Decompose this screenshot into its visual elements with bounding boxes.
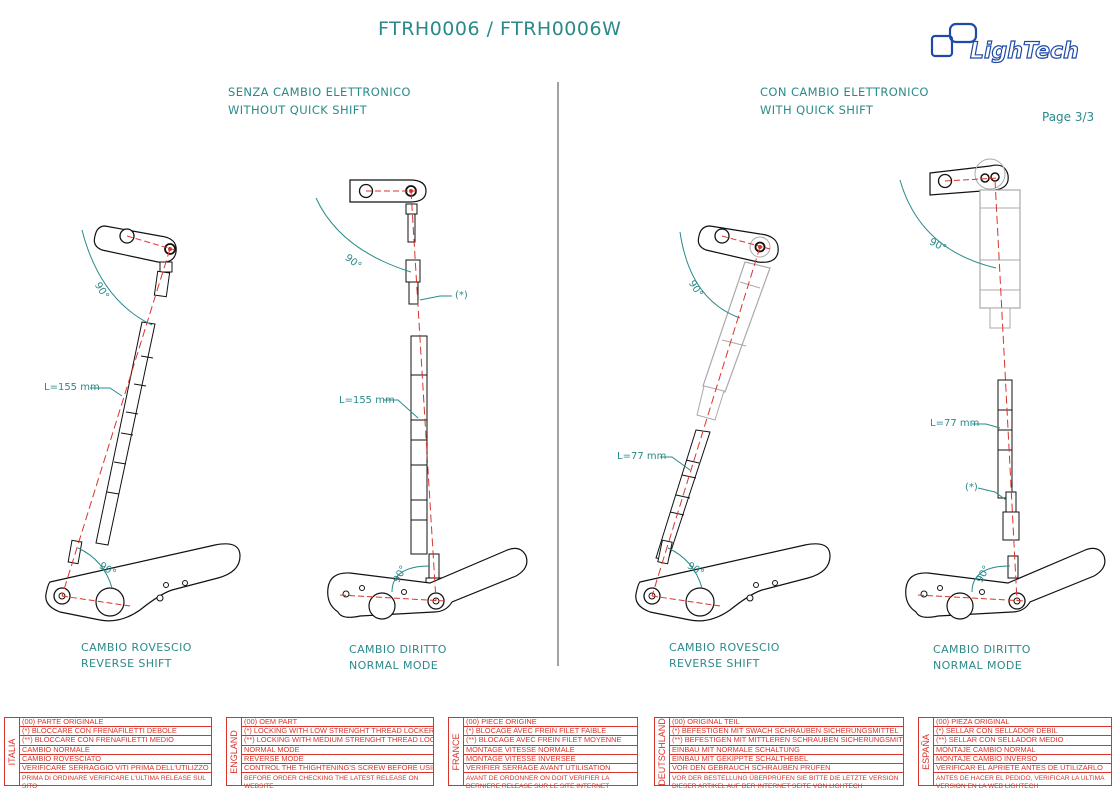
legend-line: (*) BLOCAGE AVEC FREIN FILET FAIBLE xyxy=(464,727,637,737)
legend-line: (00) OEM PART xyxy=(242,718,433,728)
legend-line: (00) PIEZA ORIGINAL xyxy=(934,718,1111,728)
legend-england: ENGLAND (00) OEM PART (*) LOCKING WITH L… xyxy=(226,717,434,790)
legend-line: VERIFICARE SERRAGGIO VITI PRIMA DELL'UTI… xyxy=(20,764,211,774)
caption-reverse-shift-left: CAMBIO ROVESCIO REVERSE SHIFT xyxy=(81,640,192,672)
legend-espana: ESPAÑA (00) PIEZA ORIGINAL (*) SELLAR CO… xyxy=(918,717,1112,790)
section-heading-without-quick-shift: SENZA CAMBIO ELETTRONICO WITHOUT QUICK S… xyxy=(228,83,411,119)
legend-line: MONTAGE VITESSE INVERSEE xyxy=(464,755,637,764)
legend-country-label: ITALIA xyxy=(5,718,20,785)
legend-line: BEFORE ORDER CHECKING THE LATEST RELEASE… xyxy=(244,775,419,790)
legend-line: VERIFIER SERRAGE AVANT UTILISATION xyxy=(464,764,637,774)
legend-line: AVANT DE ORDONNER ON DOIT VERIFIER LA DE… xyxy=(466,775,610,790)
legend-line: VERIFICAR EL APRIETE ANTES DE UTILIZARLO xyxy=(934,764,1111,774)
legend-italia: ITALIA (00) PARTE ORIGINALE (*) BLOCCARE… xyxy=(4,717,212,790)
legend-line: NORMAL MODE xyxy=(242,746,433,755)
legend-line: (*) SELLAR CON SELLADOR DEBIL xyxy=(934,727,1111,737)
legend-country-label: FRANCE xyxy=(449,718,464,785)
legend-line: VOR DEN GEBRAUCH SCHRAUBEN PRÜFEN xyxy=(670,764,903,774)
thread-locker-note: (*) xyxy=(455,290,468,301)
assembly-normal-no-qs xyxy=(315,179,528,620)
legend-line: MONTAJE CAMBIO INVERSO xyxy=(934,755,1111,764)
legend-line: (*) LOCKING WITH LOW STRENGHT THREAD LOC… xyxy=(242,727,433,737)
legend-line: (**) BLOCCARE CON FRENAFILETTI MEDIO xyxy=(20,736,211,746)
length-label-77-normal: L=77 mm xyxy=(930,418,980,429)
legend-line: CAMBIO ROVESCIATO xyxy=(20,755,211,764)
legend-line: REVERSE MODE xyxy=(242,755,433,764)
legend-line: (**) BLOCAGE AVEC FREIN FILET MOYENNE xyxy=(464,736,637,746)
thread-locker-note: (*) xyxy=(965,482,978,493)
document-title: FTRH0006 / FTRH0006W xyxy=(378,18,622,40)
caption-line-en: NORMAL MODE xyxy=(349,659,439,672)
legend-line: MONTAJE CAMBIO NORMAL xyxy=(934,746,1111,755)
caption-line-it: CAMBIO ROVESCIO xyxy=(81,641,192,654)
legend-deutschland: DEUTSCHLAND (00) ORIGINAL TEIL (*) BEFES… xyxy=(654,717,904,790)
legend-line: (**) SELLAR CON SELLADOR MEDIO xyxy=(934,736,1111,746)
page-number: Page 3/3 xyxy=(1042,110,1095,124)
legend-country-label: ESPAÑA xyxy=(919,718,934,785)
legend-line: EINBAU MIT GEKIPPTE SCHALTHEBEL xyxy=(670,755,903,764)
assembly-reverse-shift-no-qs xyxy=(45,225,241,622)
length-label-77-reverse: L=77 mm xyxy=(617,451,667,462)
svg-text:LighTech: LighTech xyxy=(970,39,1079,64)
legend-country-label: DEUTSCHLAND xyxy=(655,718,670,785)
caption-line-it: CAMBIO ROVESCIO xyxy=(669,641,780,654)
legend-line: EINBAU MIT NORMALE SCHALTUNG xyxy=(670,746,903,755)
heading-line-en: WITH QUICK SHIFT xyxy=(760,103,874,117)
caption-reverse-shift-right: CAMBIO ROVESCIO REVERSE SHIFT xyxy=(669,640,780,672)
legend-line: VOR DER BESTELLUNG ÜBERPRÜFEN SIE BITTE … xyxy=(672,775,899,790)
legend-line: (00) PARTE ORIGINALE xyxy=(20,718,211,728)
length-label-155-reverse: L=155 mm xyxy=(44,382,100,393)
length-label-155-normal: L=155 mm xyxy=(339,395,395,406)
caption-line-en: NORMAL MODE xyxy=(933,659,1023,672)
heading-line-it: CON CAMBIO ELETTRONICO xyxy=(760,85,929,99)
legend-line: CONTROL THE THIGHTENING'S SCREW BEFORE U… xyxy=(242,763,433,774)
angle-label: 90° xyxy=(343,252,364,272)
caption-normal-mode-left: CAMBIO DIRITTO NORMAL MODE xyxy=(349,642,447,674)
legend-line: PRIMA DI ORDINARE VERIFICARE L'ULTIMA RE… xyxy=(22,775,206,790)
legend-france: FRANCE (00) PIECE ORIGINE (*) BLOCAGE AV… xyxy=(448,717,638,790)
legend-line: (00) ORIGINAL TEIL xyxy=(670,718,903,728)
dimension-leaders xyxy=(90,295,1007,501)
legend-line: (**) LOCKING WITH MEDIUM STRENGHT THREAD… xyxy=(242,736,433,746)
legend-line: MONTAGE VITESSE NORMALE xyxy=(464,746,637,755)
legend-line: (00) PIECE ORIGINE xyxy=(464,718,637,728)
angle-label: 90° xyxy=(686,278,705,299)
legend-line: ANTES DE HACER EL PEDIDO, VERIFICAR LA U… xyxy=(936,775,1105,790)
assembly-reverse-shift-qs xyxy=(635,225,831,622)
lightech-logo: LighTech xyxy=(930,18,1100,70)
heading-line-it: SENZA CAMBIO ELETTRONICO xyxy=(228,85,411,99)
heading-line-en: WITHOUT QUICK SHIFT xyxy=(228,103,368,117)
caption-line-en: REVERSE SHIFT xyxy=(81,657,172,670)
legend-line: (**) BEFESTIGEN MIT MITTLEREN SCHRAUBEN … xyxy=(670,736,903,746)
legend-line: (*) BLOCCARE CON FRENAFILETTI DEBOLE xyxy=(20,727,211,737)
assembly-normal-qs xyxy=(899,158,1106,620)
legend-line: CAMBIO NORMALE xyxy=(20,746,211,755)
angle-label: 90° xyxy=(92,280,111,301)
caption-line-en: REVERSE SHIFT xyxy=(669,657,760,670)
legend-country-label: ENGLAND xyxy=(227,718,242,785)
legend-line: (*) BEFESTIGEN MIT SWACH SCHRAUBEN SICHE… xyxy=(670,727,903,737)
section-heading-with-quick-shift: CON CAMBIO ELETTRONICO WITH QUICK SHIFT xyxy=(760,83,929,119)
caption-line-it: CAMBIO DIRITTO xyxy=(933,643,1031,656)
angle-label: 90° xyxy=(927,237,948,255)
caption-normal-mode-right: CAMBIO DIRITTO NORMAL MODE xyxy=(933,642,1031,674)
caption-line-it: CAMBIO DIRITTO xyxy=(349,643,447,656)
